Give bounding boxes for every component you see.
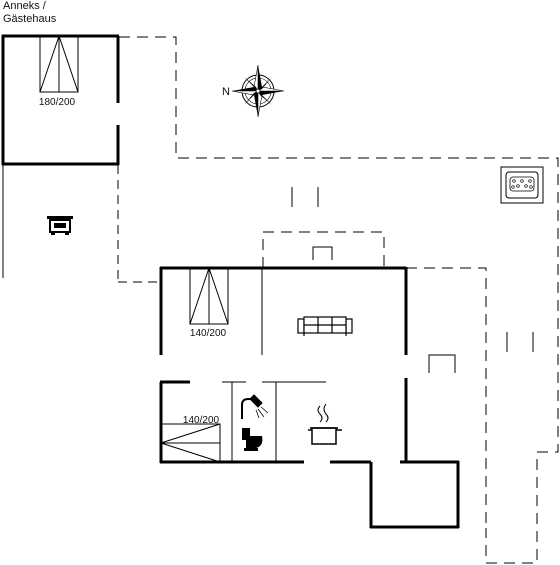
interior-walls xyxy=(222,268,326,462)
cooking-pot-icon xyxy=(308,403,342,445)
bedroom-2-bed xyxy=(160,423,221,463)
annex-bed-label: 180/200 xyxy=(39,97,76,108)
compass-icon xyxy=(231,64,285,118)
sofa-icon xyxy=(297,316,353,336)
bedroom-1-bed xyxy=(189,267,229,325)
toilet-icon xyxy=(242,428,263,451)
bedroom-2-bed-label: 140/200 xyxy=(183,415,220,426)
compass-north-label: N xyxy=(222,86,230,98)
annex-label-line1: Anneks / xyxy=(3,0,46,12)
car-icon xyxy=(47,216,73,235)
annex-bed xyxy=(39,35,79,93)
annex-label-line2: Gästehaus xyxy=(3,13,57,25)
main-house-walls xyxy=(159,266,460,529)
carport-outline xyxy=(2,165,160,283)
shower-icon xyxy=(241,394,269,419)
whirlpool-icon xyxy=(500,166,544,204)
terrace-steps xyxy=(291,187,534,352)
door-symbols xyxy=(312,246,456,373)
terrace-outline xyxy=(119,36,559,564)
annex-label: Anneks / Gästehaus xyxy=(3,0,56,26)
bedroom-1-bed-label: 140/200 xyxy=(190,328,227,339)
